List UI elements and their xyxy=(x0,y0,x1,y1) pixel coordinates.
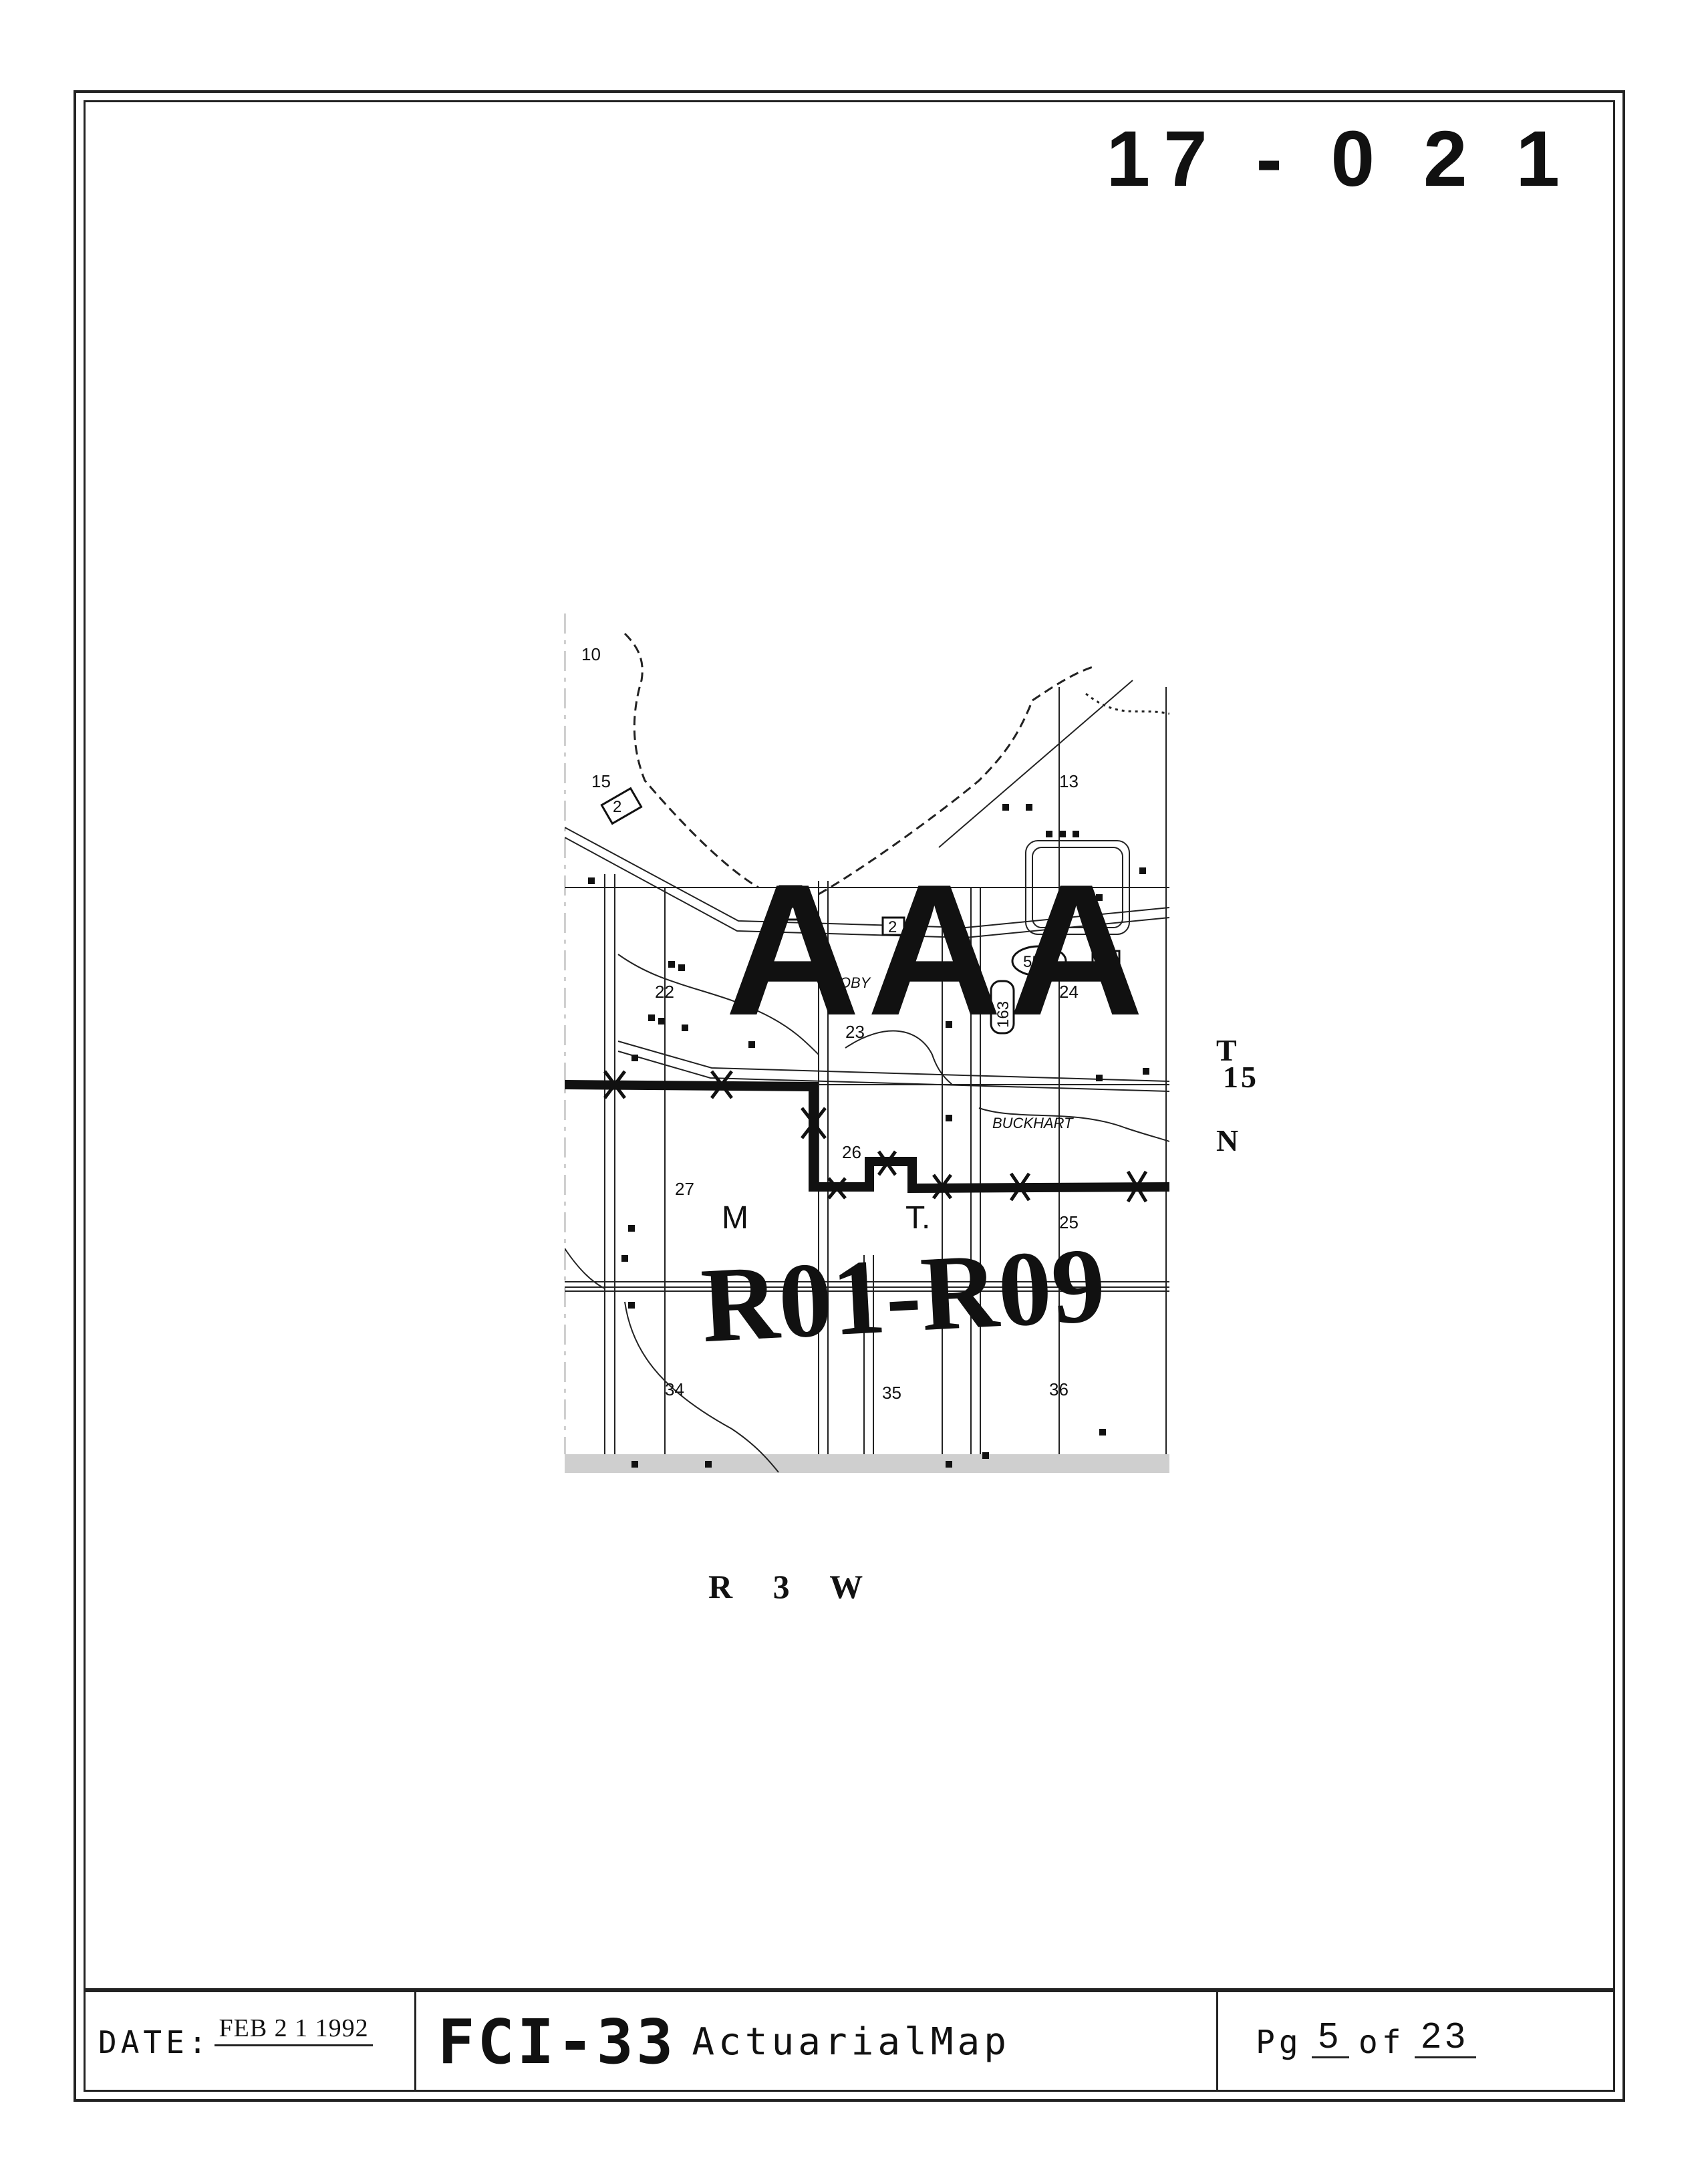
inner-frame xyxy=(84,100,1615,2092)
buildings xyxy=(588,804,1149,1468)
form-number: FCI-33 xyxy=(438,2006,676,2078)
township-map: 2 3 2 556 2 163 10 15 13 22 23 24 26 27 … xyxy=(565,613,1169,1473)
title-block: DATE: FEB 2 1 1992 FCI-33 ActuarialMap P… xyxy=(84,1988,1615,2092)
section-27: 27 xyxy=(675,1179,694,1199)
road-2-a: 2 xyxy=(613,798,621,816)
page-total: 23 xyxy=(1414,2015,1476,2058)
page-cell: Pg 5 of 23 xyxy=(1218,1992,1615,2092)
section-23: 23 xyxy=(845,1022,865,1042)
road-3: 3 xyxy=(785,895,794,913)
route-shields xyxy=(600,787,1121,1035)
page-label: Pg xyxy=(1256,2023,1302,2061)
road-2-c: 2 xyxy=(1101,954,1109,972)
place-roby: ROBY xyxy=(829,974,871,991)
rate-boundary xyxy=(565,1080,1169,1194)
section-13: 13 xyxy=(1059,771,1079,791)
road-556: 556 xyxy=(1023,953,1050,971)
road-2-b: 2 xyxy=(888,918,897,936)
rate-code-r01-r09: R01-R09 xyxy=(698,1225,1108,1365)
section-25: 25 xyxy=(1059,1212,1079,1232)
township-direction: N xyxy=(1216,1123,1242,1157)
section-22: 22 xyxy=(655,982,674,1002)
section-35: 35 xyxy=(882,1383,901,1403)
date-value: FEB 2 1 1992 xyxy=(215,2014,373,2046)
roads xyxy=(565,827,1169,1472)
shoreline xyxy=(623,632,1169,896)
date-label: DATE: xyxy=(98,2024,211,2060)
form-title: ActuarialMap xyxy=(692,2020,1010,2064)
mt-label-t: T. xyxy=(905,1200,930,1236)
page-number: 5 xyxy=(1311,2015,1349,2058)
township-number: 15 xyxy=(1223,1060,1259,1094)
map-id: 17 - 0 2 1 xyxy=(1106,115,1573,203)
boundary-marks xyxy=(603,1070,1148,1203)
of-label: of xyxy=(1358,2023,1405,2061)
section-34: 34 xyxy=(665,1379,684,1399)
title-cell: FCI-33 ActuarialMap xyxy=(416,1992,1218,2092)
place-buckhart: BUCKHART xyxy=(992,1115,1074,1131)
section-15: 15 xyxy=(591,771,611,791)
township-letter: T xyxy=(1216,1033,1240,1067)
date-cell: DATE: FEB 2 1 1992 xyxy=(84,1992,416,2092)
rate-code-aaa: AAA xyxy=(725,846,1151,1055)
outer-frame xyxy=(74,90,1625,2102)
section-24: 24 xyxy=(1059,982,1079,1002)
road-163: 163 xyxy=(994,1001,1012,1028)
bottom-strip xyxy=(565,1454,1169,1473)
section-36: 36 xyxy=(1049,1379,1069,1399)
section-10: 10 xyxy=(581,644,601,664)
range-label: R 3 W xyxy=(708,1568,866,1605)
mt-label-m: M xyxy=(722,1200,748,1236)
creeks xyxy=(565,954,1169,1473)
section-26: 26 xyxy=(842,1142,861,1162)
map-area: 2 3 2 556 2 163 10 15 13 22 23 24 26 27 … xyxy=(565,613,1169,1482)
